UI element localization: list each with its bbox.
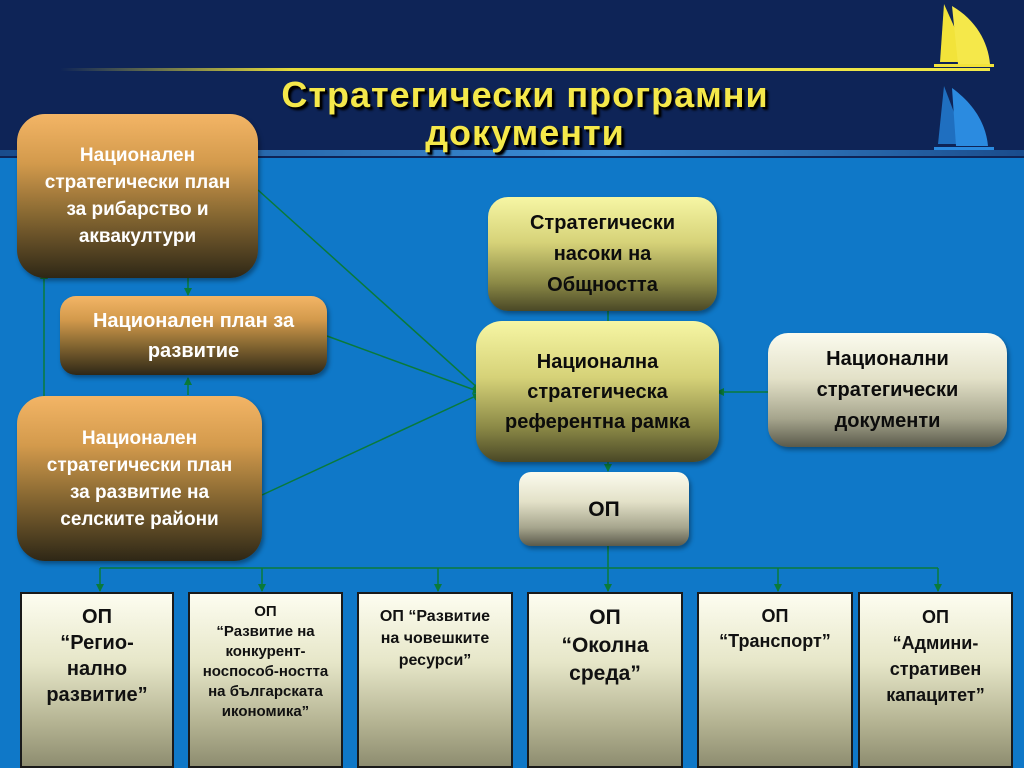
op-transport-line-2: “Транспорт” [719, 631, 831, 651]
op-competitiveness-line-3: конкурент- [225, 643, 306, 660]
arrow-rural-to-nsrf [261, 393, 481, 496]
rural-line-3: за развитие на [69, 481, 210, 503]
op-central-box: ОП [519, 472, 689, 546]
op-environment-line-2: “Околна [561, 634, 649, 657]
op-regional-line-2: “Регио- [60, 632, 134, 654]
op-human-line-2: на човешките [380, 630, 490, 647]
op-central-label: ОП [588, 497, 620, 521]
op-competitiveness-line-1: ОП [254, 603, 277, 620]
fisheries-plan-box: Национален стратегически план за рибарст… [17, 114, 258, 278]
national-development-plan-box: Национален план за развитие [60, 296, 327, 375]
fisheries-line-2: стратегически план [44, 172, 231, 193]
op-environment-line-3: среда” [569, 662, 641, 685]
op-administrative-line-1: ОП [922, 607, 949, 627]
op-human-line-3: ресурси” [398, 652, 472, 669]
national-strategic-docs-box: Национални стратегически документи [768, 333, 1007, 447]
nsrf-line-2: стратегическа [527, 380, 668, 403]
fisheries-line-1: Национален [79, 145, 196, 166]
fisheries-line-3: за рибарство и [66, 199, 209, 220]
op-box-administrative: ОП “Админи- стративен капацитет” [858, 592, 1013, 768]
sailboat-logo [934, 4, 994, 150]
op-regional-line-1: ОП [82, 606, 112, 628]
national-docs-line-3: документи [834, 409, 941, 432]
header-divider-line [60, 68, 990, 71]
header-bottom-stripe [0, 150, 1024, 156]
title-line-2: документи [425, 112, 625, 153]
op-box-competitiveness: ОП “Развитие на конкурент- носпособ-ност… [188, 592, 343, 768]
community-line-3: Общността [547, 273, 658, 296]
op-competitiveness-line-5: на българската [208, 683, 323, 700]
op-box-regional: ОП “Регио- нално развитие” [20, 592, 174, 768]
arrow-plan-to-nsrf [326, 335, 481, 394]
community-guidelines-box: Стратегически насоки на Общността [488, 197, 717, 311]
title-line-1: Стратегически програмни [281, 74, 769, 115]
op-human-line-1: ОП “Развитие [379, 608, 491, 625]
national-docs-line-2: стратегически [816, 378, 959, 401]
rural-line-1: Национален [81, 427, 198, 449]
op-competitiveness-line-2: “Развитие на [216, 623, 315, 640]
nsrf-line-3: референтна рамка [505, 410, 690, 433]
op-administrative-line-2: “Админи- [892, 633, 979, 653]
nsrf-box: Национална стратегическа референтна рамк… [476, 321, 719, 462]
national-plan-line-2: развитие [147, 339, 240, 362]
community-line-1: Стратегически [529, 211, 676, 234]
arrow-fisheries-to-nsrf [257, 189, 481, 391]
op-environment-line-1: ОП [589, 606, 621, 629]
rural-plan-box: Национален стратегически план за развити… [17, 396, 262, 561]
community-line-2: насоки на [553, 242, 652, 265]
op-transport-line-1: ОП [761, 606, 789, 626]
rural-line-2: стратегически план [46, 454, 233, 476]
op-administrative-line-4: капацитет” [886, 685, 985, 705]
op-box-human-resources: ОП “Развитие на човешките ресурси” [357, 592, 513, 768]
op-box-transport: ОП “Транспорт” [697, 592, 853, 768]
op-regional-line-3: нално [66, 658, 128, 680]
national-docs-line-1: Национални [826, 347, 949, 370]
op-regional-line-4: развитие” [46, 684, 148, 706]
national-plan-line-1: Национален план за [92, 309, 295, 332]
page-title: Стратегически програмни документи [200, 76, 850, 152]
fisheries-line-4: аквакултури [78, 226, 197, 247]
op-competitiveness-line-6: икономика” [221, 703, 310, 720]
op-administrative-line-3: стративен [889, 659, 982, 679]
rural-line-4: селските райони [60, 508, 219, 530]
op-box-environment: ОП “Околна среда” [527, 592, 683, 768]
op-competitiveness-line-4: носпособ-ността [202, 663, 329, 680]
nsrf-line-1: Национална [536, 350, 659, 373]
